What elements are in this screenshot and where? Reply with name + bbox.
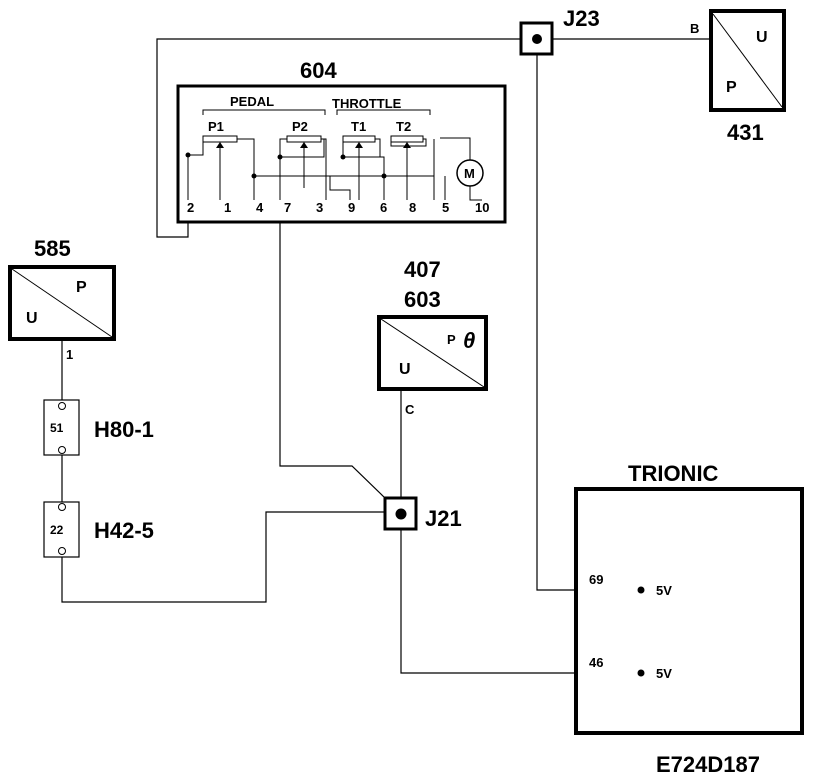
- motor-label: M: [464, 166, 475, 181]
- sensor-431-pin: B: [690, 21, 699, 36]
- sensor-603-id: 603: [404, 287, 441, 312]
- connector-h42-top-pin: [58, 503, 66, 511]
- module-node-5: [381, 173, 387, 179]
- wire-j21-to-trionic-46: [400, 530, 640, 674]
- trionic-pin46-dot: [637, 669, 645, 677]
- module-node-1: [185, 152, 191, 158]
- sensor-431-p: P: [726, 79, 737, 96]
- throttle-bracket: [336, 109, 431, 115]
- module-pin-5: 5: [442, 200, 449, 215]
- module-pin-6: 6: [380, 200, 387, 215]
- p1-arrow: [216, 142, 224, 148]
- module-604-id: 604: [300, 58, 337, 83]
- sensor-431-id: 431: [727, 120, 764, 145]
- sensor-431-u: U: [756, 29, 768, 46]
- p1-label: P1: [208, 119, 224, 134]
- trionic-pin-69: 69: [589, 572, 603, 587]
- connector-h42-pin: 22: [50, 523, 64, 537]
- connector-h80-top-pin: [58, 402, 66, 410]
- trionic-pin-46: 46: [589, 655, 603, 670]
- module-pin-9: 9: [348, 200, 355, 215]
- trionic-supply-69: 5V: [656, 583, 672, 598]
- junction-j23-label: J23: [563, 6, 600, 31]
- sensor-431-diagonal: [712, 13, 783, 108]
- sensor-407-u: U: [399, 361, 411, 378]
- trionic-pin69-dot: [637, 586, 645, 594]
- wire-h42-to-j21: [61, 511, 386, 603]
- module-pin-3: 3: [316, 200, 323, 215]
- sensor-585-u: U: [26, 310, 38, 327]
- connector-h80-bottom-pin: [58, 446, 66, 454]
- junction-j23-dot: [532, 34, 542, 44]
- sensor-585-pin: 1: [66, 347, 73, 362]
- t1-label: T1: [351, 119, 366, 134]
- module-pin-1: 1: [224, 200, 231, 215]
- trionic-box: [574, 487, 804, 735]
- sensor-585-id: 585: [34, 236, 71, 261]
- sensor-407-theta: θ: [463, 328, 475, 353]
- trionic-title: TRIONIC: [628, 461, 719, 486]
- p2-arrow: [300, 142, 308, 148]
- module-pin-8: 8: [409, 200, 416, 215]
- connector-h80-id: H80-1: [94, 417, 154, 442]
- module-pin-2: 2: [187, 200, 194, 215]
- module-node-2: [251, 173, 257, 179]
- sensor-407-diagonal: [380, 318, 485, 388]
- trionic-supply-46: 5V: [656, 666, 672, 681]
- wire-pin2-to-j23: [156, 38, 520, 238]
- figure-code: E724D187: [656, 752, 760, 777]
- module-pin-4: 4: [256, 200, 264, 215]
- sensor-585-diagonal: [11, 268, 113, 338]
- motor-symbol: [456, 159, 484, 187]
- throttle-label: THROTTLE: [332, 96, 402, 111]
- sensor-407-pin: C: [405, 402, 415, 417]
- module-pin-7: 7: [284, 200, 291, 215]
- pedal-label: PEDAL: [230, 94, 274, 109]
- sensor-407-p: P: [447, 332, 456, 347]
- sensor-585-p: P: [76, 279, 87, 296]
- module-604-box: [176, 84, 507, 224]
- module-internal-wiring: [187, 137, 482, 201]
- junction-j21-dot: [395, 508, 407, 520]
- connector-h80-pin: 51: [50, 421, 64, 435]
- junction-j21-label: J21: [425, 506, 462, 531]
- p2-label: P2: [292, 119, 308, 134]
- connector-h42-bottom-pin: [58, 547, 66, 555]
- module-node-4: [340, 154, 346, 160]
- module-node-3: [277, 154, 283, 160]
- t1-arrow: [355, 142, 363, 148]
- sensor-407-id: 407: [404, 257, 441, 282]
- junction-j23-box: [519, 21, 554, 56]
- connector-h42-id: H42-5: [94, 518, 154, 543]
- pedal-bracket: [202, 109, 326, 115]
- wire-pin7-to-j21: [279, 222, 386, 499]
- module-pin-10: 10: [475, 200, 489, 215]
- t2-label: T2: [396, 119, 411, 134]
